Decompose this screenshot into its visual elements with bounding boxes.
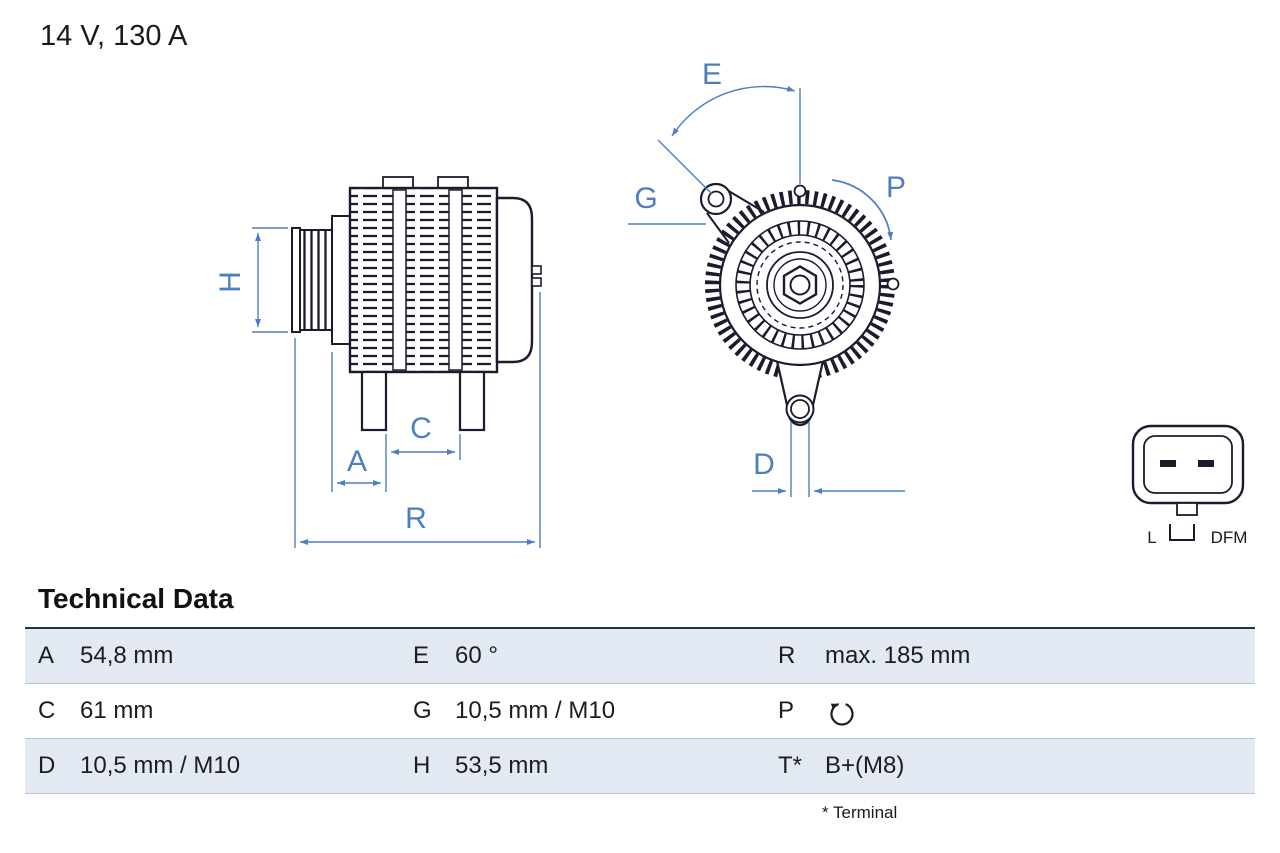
table-row: C 61 mm G 10,5 mm / M10 P <box>25 684 1255 739</box>
dim-label-h: H <box>214 271 247 293</box>
dim-label-d: D <box>753 448 775 481</box>
dim-value: 53,5 mm <box>455 752 549 779</box>
dim-key: H <box>413 752 431 779</box>
dim-value: 10,5 mm / M10 <box>80 752 241 779</box>
front-view-dimensions <box>628 85 905 497</box>
dim-value: B+(M8) <box>825 752 905 779</box>
dim-value <box>825 696 1255 726</box>
dim-key: A <box>38 642 55 669</box>
dim-key: R <box>778 642 796 669</box>
connector-pin-label-l: L <box>1147 528 1156 547</box>
dim-label-g: G <box>634 182 657 215</box>
dim-key: P <box>778 697 795 724</box>
dim-value: 10,5 mm / M10 <box>455 697 616 724</box>
technical-drawing: H A C R <box>214 58 1248 548</box>
side-view-dimensions <box>252 227 541 548</box>
dim-label-e: E <box>702 58 722 91</box>
connector-pin-icon <box>1160 460 1176 467</box>
alternator-drawing-svg: H A C R <box>214 58 1248 548</box>
rotation-direction-icon <box>830 703 854 726</box>
connector-pin-label-dfm: DFM <box>1211 528 1248 547</box>
dim-key: E <box>413 642 430 669</box>
dim-value: 60 ° <box>455 642 498 669</box>
dim-label-r: R <box>405 502 427 535</box>
dim-key: G <box>413 697 432 724</box>
dim-key: T* <box>778 752 802 779</box>
dim-value: 61 mm <box>80 697 154 724</box>
connector-diagram <box>1131 424 1245 541</box>
dim-label-p: P <box>886 171 906 204</box>
connector-pin-icon <box>1198 460 1214 467</box>
technical-data-table: A 54,8 mm E 60 ° R max. 185 mm C 61 mm G… <box>25 627 1255 794</box>
table-row: D 10,5 mm / M10 H 53,5 mm T* B+(M8) <box>25 739 1255 794</box>
dim-label-a: A <box>347 445 367 478</box>
dim-key: D <box>38 752 56 779</box>
dim-value: 54,8 mm <box>80 642 174 669</box>
dim-label-c: C <box>410 412 432 445</box>
connector-key-icon <box>1169 524 1195 541</box>
alternator-side-view <box>291 176 542 432</box>
technical-data-section: Technical Data A 54,8 mm E 60 ° R max. 1… <box>25 583 1255 823</box>
voltage-amperage-title: 14 V, 130 A <box>40 20 188 52</box>
dim-key: C <box>38 697 56 724</box>
table-row: A 54,8 mm E 60 ° R max. 185 mm <box>25 629 1255 684</box>
terminal-footnote: * Terminal <box>822 803 898 822</box>
alternator-front-view <box>699 182 900 427</box>
dim-value: max. 185 mm <box>825 642 971 669</box>
technical-data-title: Technical Data <box>38 583 234 614</box>
